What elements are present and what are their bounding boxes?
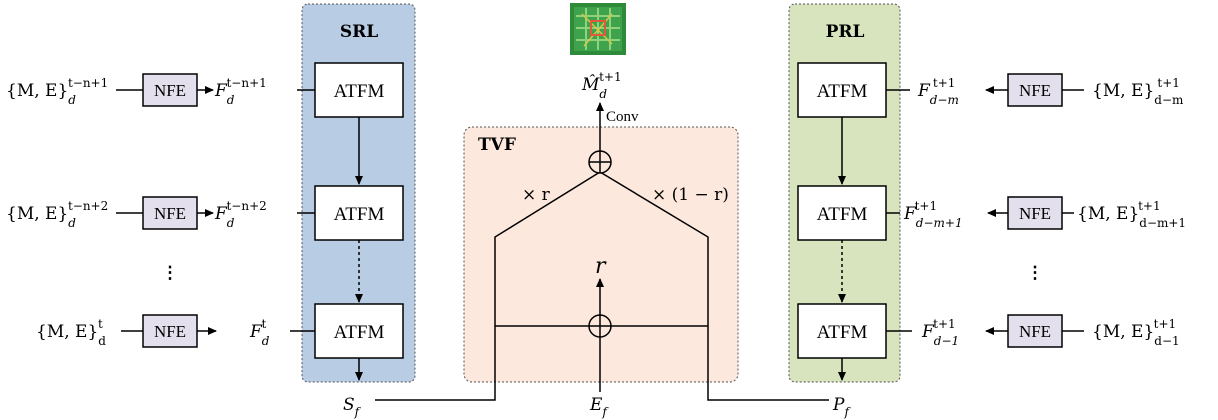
left-nfe-1: NFE xyxy=(142,73,198,107)
right-vdots: ⋮ xyxy=(1027,263,1044,283)
right-input-2: {M, E}d−m+1t+1 xyxy=(1077,199,1186,230)
svg-text:NFE: NFE xyxy=(154,322,186,341)
right-input-3: {M, E}d−1t+1 xyxy=(1092,317,1180,348)
left-vdots: ⋮ xyxy=(162,263,179,283)
svg-text:NFE: NFE xyxy=(1019,81,1051,100)
svg-text:NFE: NFE xyxy=(1019,322,1051,341)
left-feature-2: Fdt−n+2 xyxy=(214,199,267,230)
srl-atfm-3: ATFM xyxy=(314,303,404,359)
e-f-label: Ef xyxy=(589,395,609,419)
weight-1mr-label: × (1 − r) xyxy=(652,185,729,205)
right-feature-2: Fd−m+1t+1 xyxy=(903,199,963,230)
p-f-route xyxy=(599,171,829,401)
left-feature-3: Fdt xyxy=(249,317,270,348)
left-input-2: {M, E}dt−n+2 xyxy=(6,199,108,230)
right-nfe-1: NFE xyxy=(1007,73,1063,107)
srl-title: SRL xyxy=(340,22,378,42)
srl-atfm-2: ATFM xyxy=(314,185,404,241)
left-input-1: {M, E}dt−n+1 xyxy=(6,76,108,107)
prl-atfm-2: ATFM xyxy=(797,185,887,241)
tvf-region xyxy=(463,126,739,383)
svg-text:ATFM: ATFM xyxy=(334,322,385,343)
prl-title: PRL xyxy=(826,22,865,42)
left-nfe-2: NFE xyxy=(142,196,198,230)
svg-text:ATFM: ATFM xyxy=(817,322,868,343)
prl-atfm-3: ATFM xyxy=(797,303,887,359)
right-feature-3: Fd−1t+1 xyxy=(921,317,959,348)
lower-sum-node xyxy=(588,314,612,338)
p-f-label: Pf xyxy=(832,395,851,419)
srl-atfm-1: ATFM xyxy=(314,62,404,118)
right-nfe-3: NFE xyxy=(1007,314,1063,348)
svg-text:ATFM: ATFM xyxy=(334,204,385,225)
weight-r-label: × r xyxy=(522,185,551,205)
left-nfe-3: NFE xyxy=(142,314,198,348)
tvf-title: TVF xyxy=(478,135,516,155)
svg-text:NFE: NFE xyxy=(154,81,186,100)
right-input-1: {M, E}d−mt+1 xyxy=(1092,76,1184,107)
right-feature-1: Fd−mt+1 xyxy=(917,76,959,107)
svg-text:ATFM: ATFM xyxy=(817,204,868,225)
svg-text:ATFM: ATFM xyxy=(817,81,868,102)
right-nfe-2: NFE xyxy=(1007,196,1063,230)
left-feature-1: Fdt−n+1 xyxy=(214,76,267,107)
output-map-image xyxy=(570,3,626,55)
output-m-hat-label: M̂dt+1 xyxy=(581,70,622,101)
conv-label: Conv xyxy=(606,109,639,125)
left-input-3: {M, E}dt xyxy=(36,317,106,348)
svg-text:NFE: NFE xyxy=(154,204,186,223)
prl-atfm-1: ATFM xyxy=(797,62,887,118)
svg-text:NFE: NFE xyxy=(1019,204,1051,223)
r-label: r xyxy=(595,254,607,279)
upper-sum-node xyxy=(588,150,612,174)
s-f-route xyxy=(375,171,601,401)
svg-text:ATFM: ATFM xyxy=(334,81,385,102)
s-f-label: Sf xyxy=(343,395,362,419)
